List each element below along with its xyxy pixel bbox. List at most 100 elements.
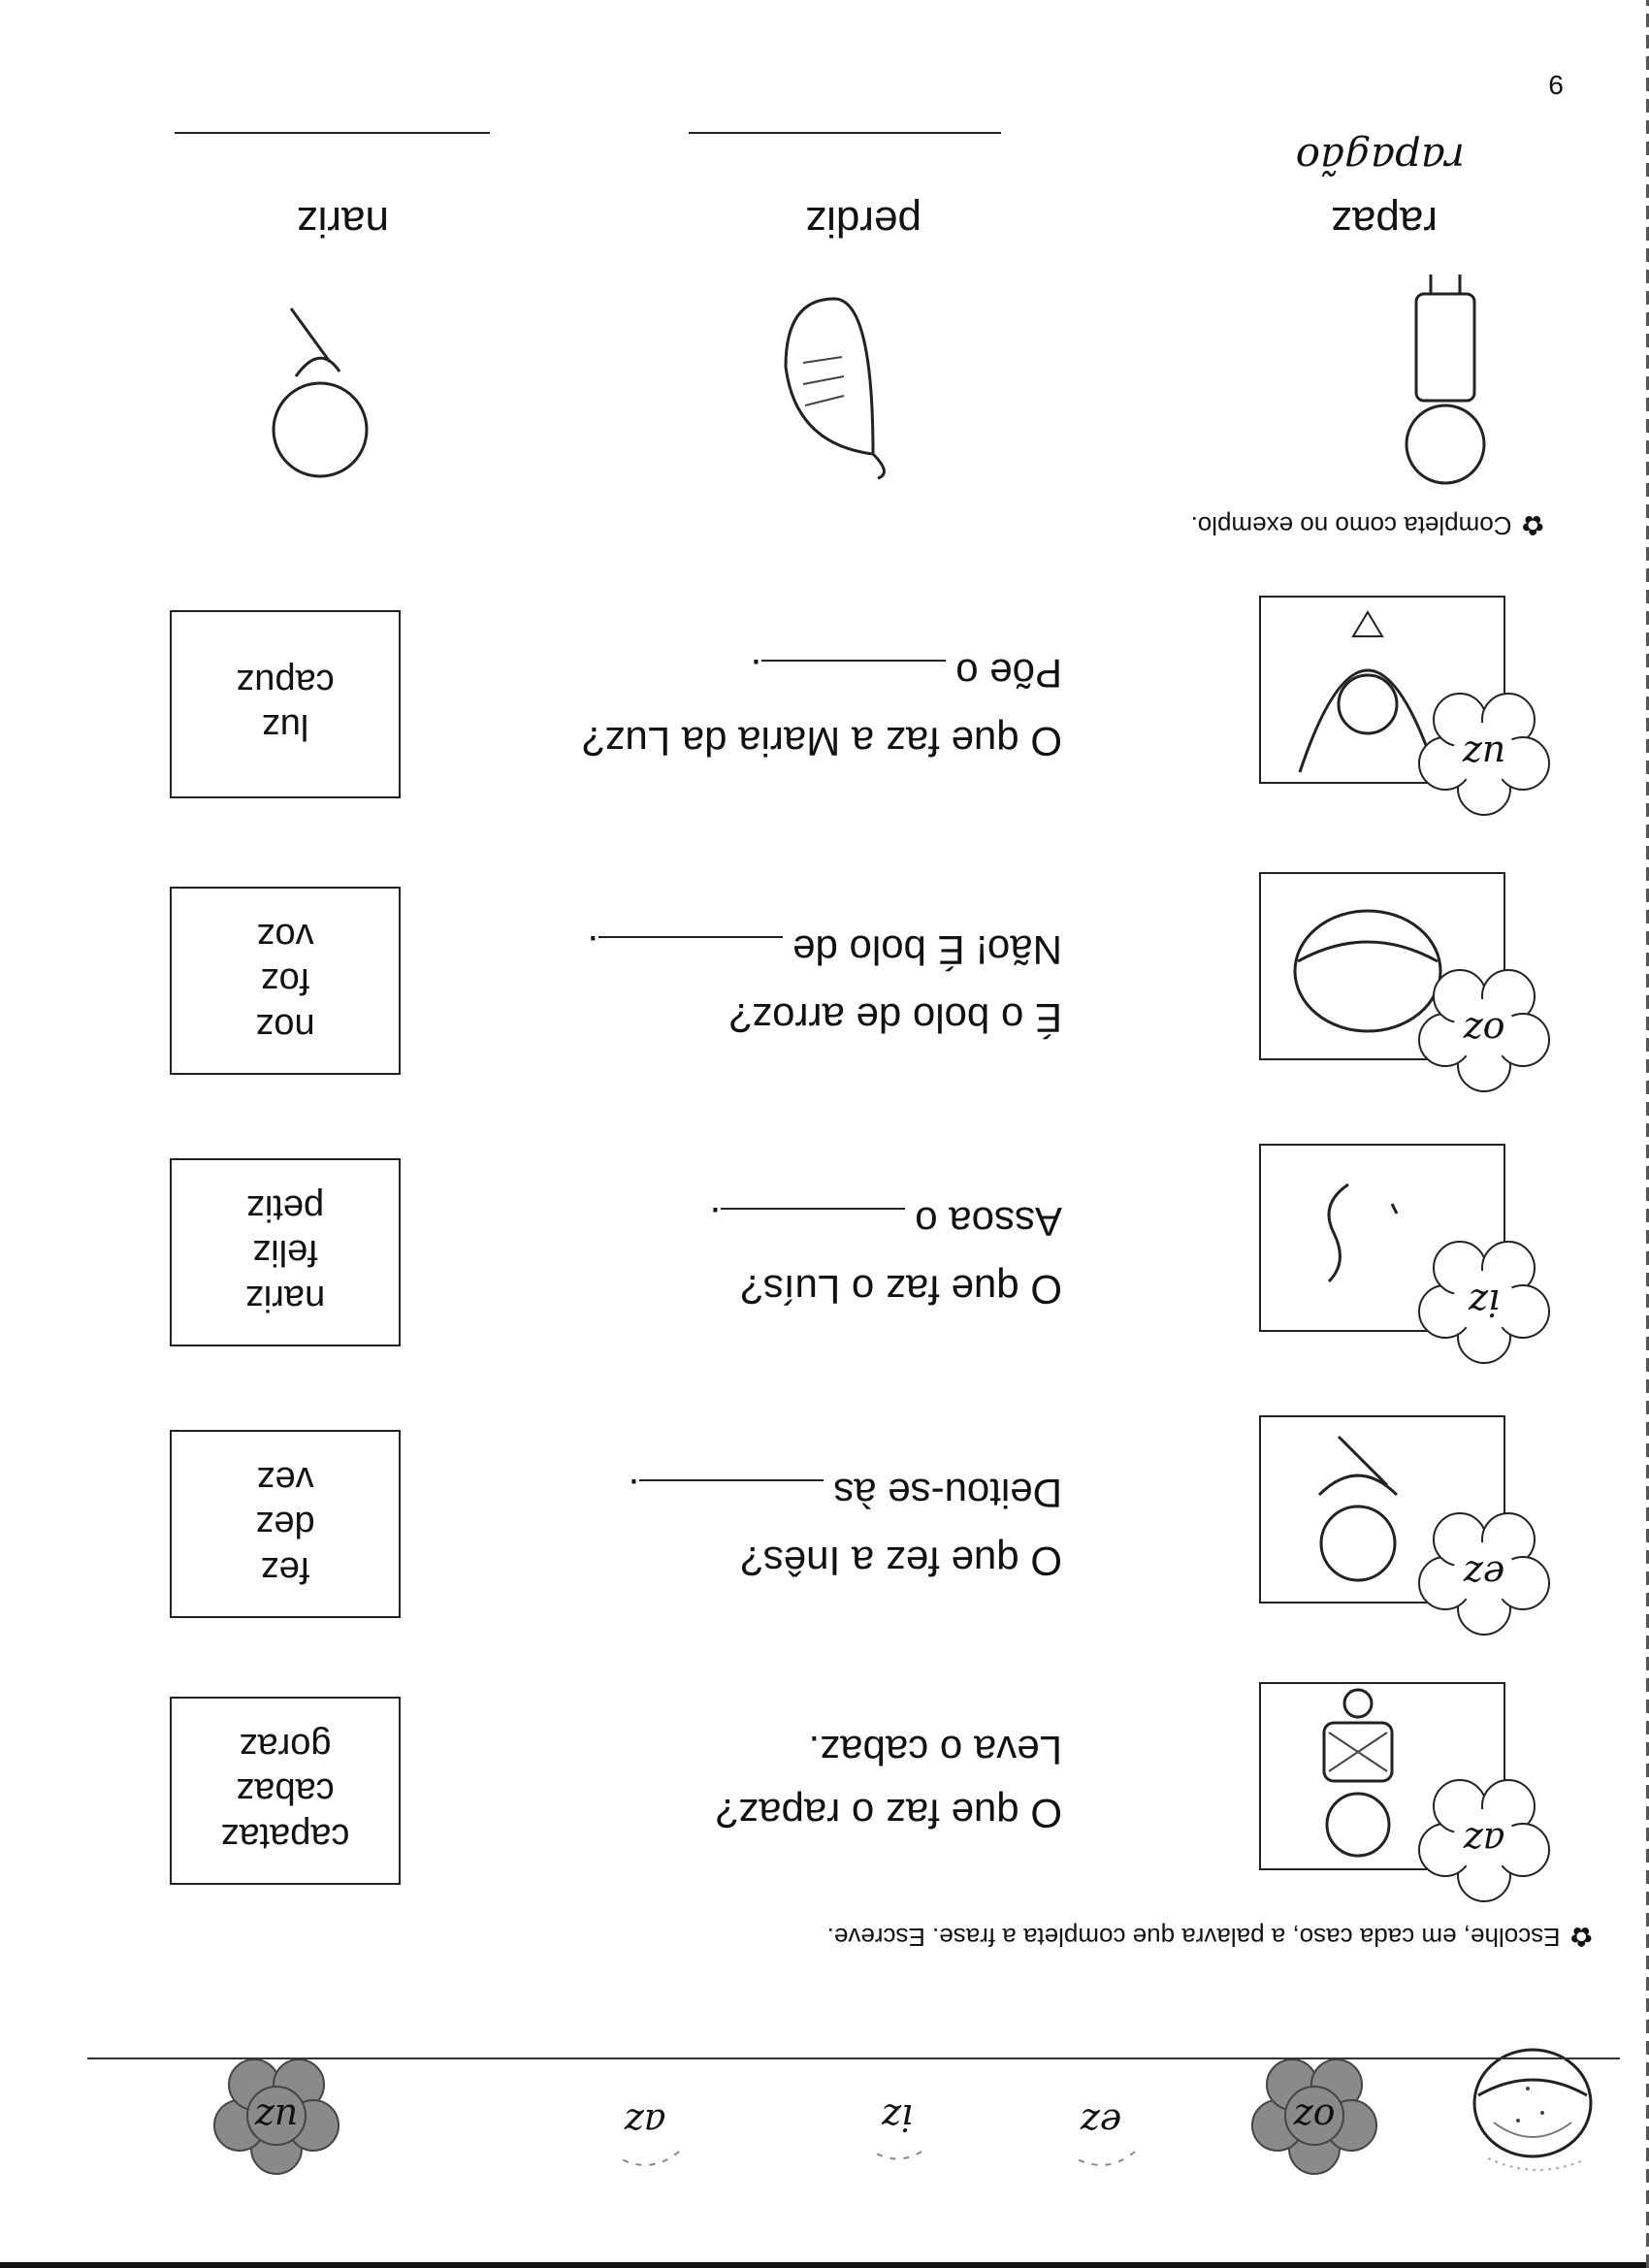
header-baseline xyxy=(87,2057,1620,2059)
header-label-uz: uz xyxy=(254,2096,299,2139)
plural-word: perdiz xyxy=(805,198,922,245)
option-word: vez xyxy=(256,1458,314,1500)
exercise-flower: oz xyxy=(1416,968,1552,1094)
flower-outline-icon xyxy=(1418,693,1550,816)
option-word: foz xyxy=(260,960,310,1002)
exercise-flower: iz xyxy=(1416,1240,1552,1366)
options-box: fez dez vez xyxy=(170,1430,401,1618)
answer-blank-line[interactable] xyxy=(721,1208,906,1243)
exercise-answer-text: Leva o cabaz. xyxy=(808,1728,1062,1773)
boy-with-basket-icon xyxy=(1322,1688,1394,1858)
girl-sleeping-icon xyxy=(1317,1435,1399,1582)
exercise-answer: Leva o cabaz. xyxy=(808,1727,1062,1773)
exercise-question: O que faz o rapaz? xyxy=(715,1791,1062,1836)
header-label-oz: oz xyxy=(1293,2096,1336,2139)
options-box: noz foz voz xyxy=(170,887,401,1075)
exercise-answer-text: Assoa o xyxy=(915,1199,1062,1245)
header-flower-uz: uz xyxy=(213,2059,340,2176)
option-word: noz xyxy=(255,1005,315,1047)
option-word: capuz xyxy=(236,662,335,702)
option-word: petiz xyxy=(245,1186,325,1228)
header-label-az: az xyxy=(624,2101,666,2144)
exercise-answer: Deitou-se às. xyxy=(628,1471,1062,1516)
option-word: capataz xyxy=(220,1815,350,1857)
instruction-complete: ✿ Completa como no exemplo. xyxy=(1191,509,1544,541)
partridge-icon xyxy=(784,297,886,480)
exercise-row-uz: uz O que faz a Maria da Luz? Põe o. luz … xyxy=(0,566,1649,818)
plural-answer-line[interactable] xyxy=(689,132,1001,134)
flower-outline-icon xyxy=(1418,1241,1550,1364)
picture-box xyxy=(1259,596,1505,784)
flower-outline-icon xyxy=(1418,1779,1550,1902)
picture-box xyxy=(1259,1415,1505,1604)
exercise-flower: az xyxy=(1416,1778,1552,1904)
header-flower-oz: oz xyxy=(1251,2059,1377,2176)
option-word: luz xyxy=(261,706,309,748)
exercise-answer: Assoa o. xyxy=(709,1199,1062,1245)
instruction-choose-text: Escolhe, em cada caso, a palavra que com… xyxy=(826,1923,1561,1952)
plural-example: rapagão xyxy=(1295,135,1465,182)
plural-word: rapaz xyxy=(1330,198,1438,245)
flower-icon xyxy=(213,2059,340,2175)
header-strip: oz ez iz az xyxy=(29,2025,1620,2210)
flower-outline-icon xyxy=(872,2151,922,2160)
options-box: nariz feliz petiz xyxy=(170,1158,401,1346)
nut-icon xyxy=(1472,2048,1593,2171)
exercise-row-iz: iz O que faz o Luís? Assoa o. nariz feli… xyxy=(0,1099,1649,1364)
exercise-tag: az xyxy=(1463,1820,1505,1863)
picture-box xyxy=(1259,1682,1505,1870)
flower-bullet-icon: ✿ xyxy=(1569,1922,1593,1952)
exercise-row-az: az O que faz o rapaz? Leva o cabaz. capa… xyxy=(0,1642,1649,1902)
header-flower-az: az xyxy=(582,2064,708,2181)
nose-sketch-icon xyxy=(1327,1183,1399,1283)
option-word: nariz xyxy=(244,1277,326,1318)
exercise-tag: oz xyxy=(1463,1010,1505,1053)
header-label-ez: ez xyxy=(1080,2101,1122,2144)
answer-blank-line[interactable] xyxy=(598,936,784,971)
exercise-question: O que faz a Maria da Luz? xyxy=(582,719,1062,764)
option-word: dez xyxy=(255,1504,315,1545)
flower-outline-icon xyxy=(1418,1512,1550,1636)
exercise-flower: uz xyxy=(1416,692,1552,818)
exercise-question: O que faz o Luís? xyxy=(740,1267,1062,1312)
page-number: 9 xyxy=(1548,70,1564,100)
exercise-answer-text: Deitou-se às xyxy=(833,1471,1062,1516)
exercise-question: O que fez a Inês? xyxy=(740,1539,1062,1584)
exercise-flower: ez xyxy=(1416,1511,1552,1637)
flower-icon xyxy=(1251,2059,1377,2175)
girl-nose-icon xyxy=(272,308,369,478)
exercise-tag: iz xyxy=(1468,1281,1501,1324)
walnut-icon xyxy=(1293,909,1442,1033)
instruction-complete-text: Completa como no exemplo. xyxy=(1190,511,1512,540)
scan-top-border xyxy=(0,2262,1649,2268)
boy-standing-icon xyxy=(1405,275,1486,485)
options-box: luz capuz xyxy=(170,610,401,798)
instruction-choose: ✿ Escolhe, em cada caso, a palavra que c… xyxy=(827,1921,1593,1953)
exercise-row-ez: ez O que fez a Inês? Deitou-se às. fez d… xyxy=(0,1371,1649,1636)
exercise-answer-text: Não! É bolo de xyxy=(792,927,1062,973)
exercise-tag: ez xyxy=(1463,1553,1505,1596)
plural-word: nariz xyxy=(296,198,389,245)
exercise-answer-text: Põe o xyxy=(955,651,1062,697)
exercise-row-oz: oz É o bolo de arroz? Não! É bolo de. no… xyxy=(0,827,1649,1092)
option-word: cabaz xyxy=(236,1770,335,1812)
options-box: capataz cabaz goraz xyxy=(170,1697,401,1885)
exercise-tag: uz xyxy=(1462,733,1506,776)
answer-blank-line[interactable] xyxy=(761,660,947,695)
picture-box xyxy=(1259,1144,1505,1332)
option-word: feliz xyxy=(252,1232,318,1274)
header-flower-iz: iz xyxy=(834,2059,960,2176)
picture-box xyxy=(1259,872,1505,1060)
option-word: voz xyxy=(256,915,314,956)
exercise-question: É o bolo de arroz? xyxy=(728,995,1062,1041)
answer-blank-line[interactable] xyxy=(639,1479,824,1514)
exercise-answer: Põe o. xyxy=(750,651,1062,697)
plural-answer-line[interactable] xyxy=(175,132,490,134)
option-word: goraz xyxy=(239,1725,332,1766)
flower-outline-icon xyxy=(1418,969,1550,1092)
girl-with-hood-icon xyxy=(1298,610,1438,773)
flower-bullet-icon: ✿ xyxy=(1521,510,1544,540)
exercise-answer: Não! É bolo de. xyxy=(587,927,1062,973)
header-label-iz: iz xyxy=(881,2096,914,2139)
